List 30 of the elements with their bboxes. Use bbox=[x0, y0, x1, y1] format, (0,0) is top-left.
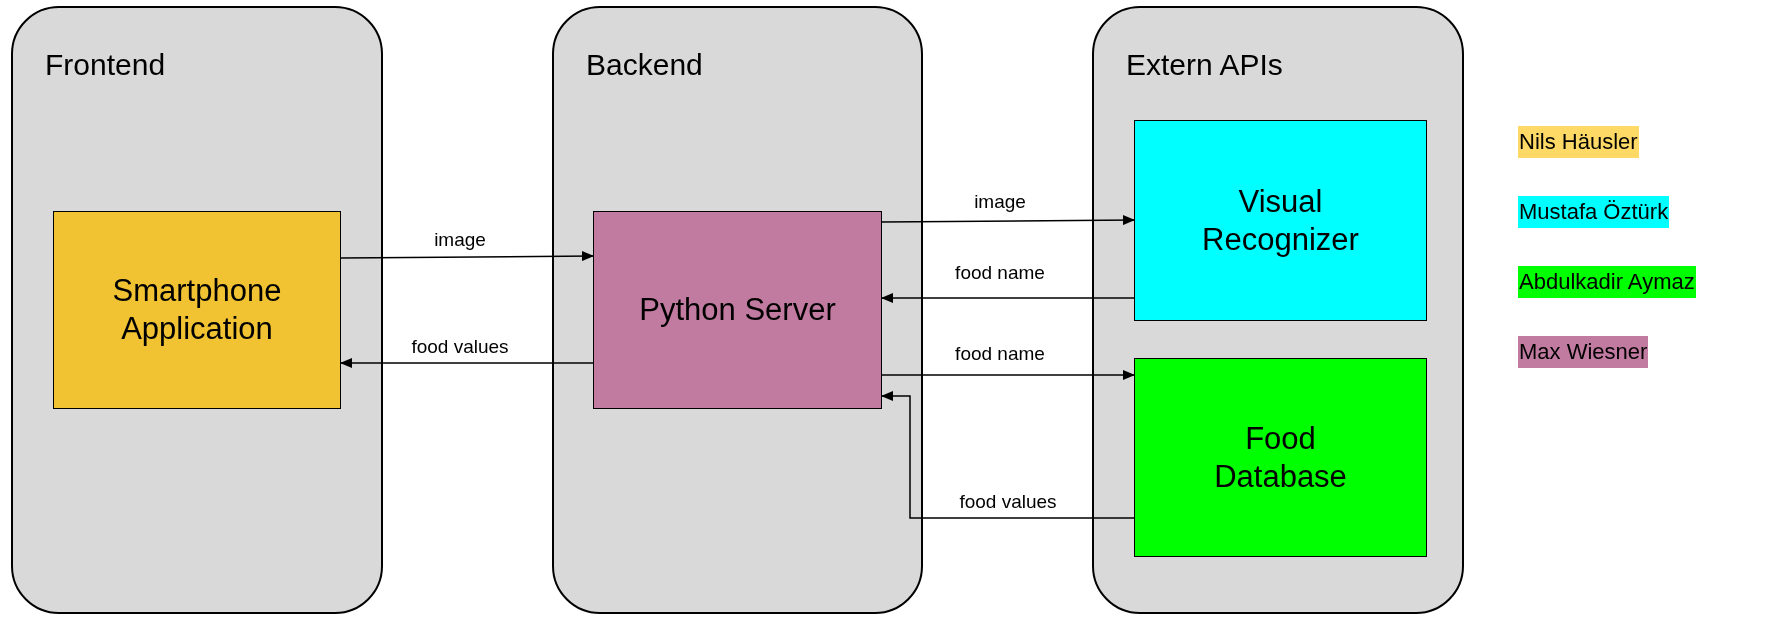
group-panel bbox=[11, 6, 383, 614]
arrow bbox=[881, 391, 1135, 519]
legend-entry: Abdulkadir Aymaz bbox=[1518, 266, 1696, 298]
process-box bbox=[1134, 358, 1427, 557]
edge-label: food name bbox=[955, 260, 1045, 285]
edge-label: food name bbox=[955, 341, 1045, 366]
legend-entry: Nils Häusler bbox=[1518, 126, 1639, 158]
node-label: Python Server bbox=[638, 291, 837, 329]
node-label: Food Database bbox=[1213, 419, 1348, 496]
edge-label: image bbox=[974, 189, 1026, 214]
process-box bbox=[53, 211, 341, 409]
panel-heading: Frontend bbox=[45, 47, 166, 83]
node-label: Visual Recognizer bbox=[1201, 182, 1360, 259]
legend-entry: Mustafa Öztürk bbox=[1518, 196, 1670, 228]
group-panel bbox=[552, 6, 923, 614]
edge-label: food values bbox=[411, 334, 509, 359]
edge-label: image bbox=[434, 227, 486, 252]
group-panel bbox=[1092, 6, 1464, 614]
arrow bbox=[340, 358, 594, 368]
process-box bbox=[593, 211, 882, 409]
process-box bbox=[1134, 120, 1427, 321]
panel-heading: Backend bbox=[586, 47, 703, 83]
edge-label: food values bbox=[959, 489, 1057, 514]
arrow bbox=[340, 251, 594, 262]
arrow bbox=[881, 370, 1135, 380]
legend-entry: Max Wiesner bbox=[1518, 336, 1649, 368]
panel-heading: Extern APIs bbox=[1126, 47, 1283, 83]
arrow bbox=[881, 293, 1135, 303]
node-label: Smartphone Application bbox=[111, 272, 283, 348]
arrow bbox=[881, 215, 1135, 226]
